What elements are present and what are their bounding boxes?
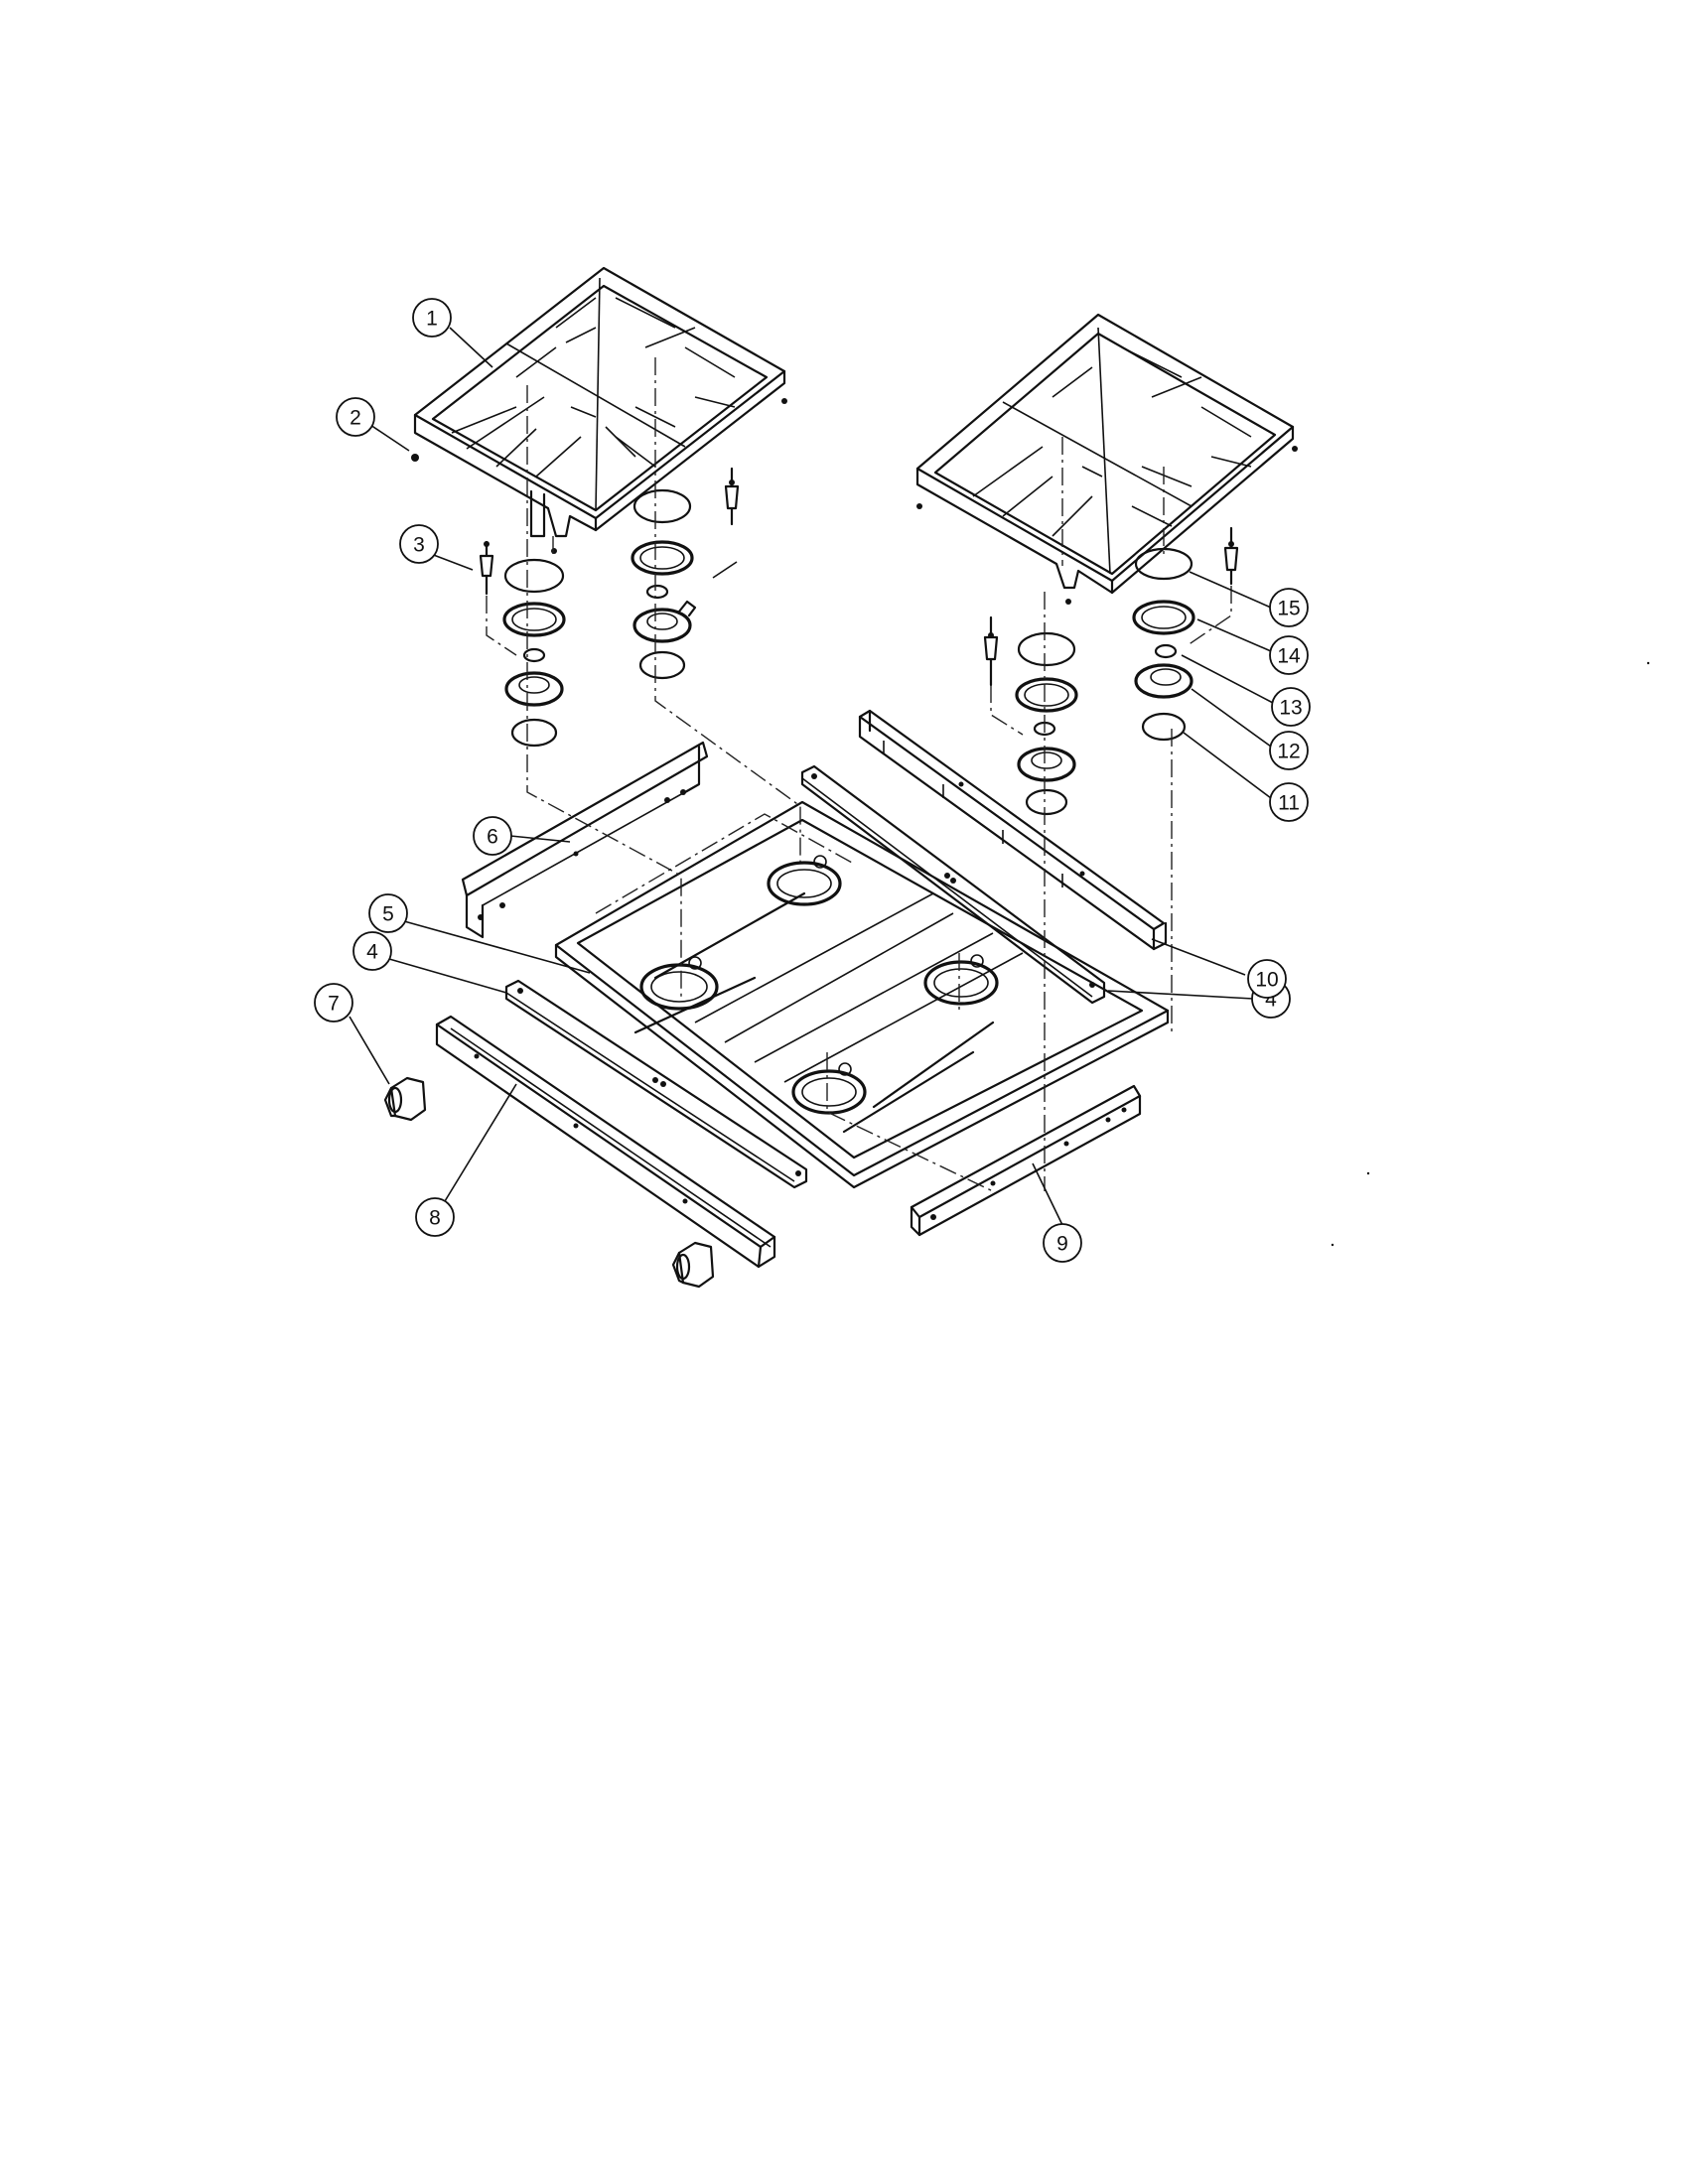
svg-text:14: 14 <box>1277 645 1301 668</box>
svg-text:2: 2 <box>350 407 361 430</box>
svg-text:11: 11 <box>1278 792 1300 815</box>
callout-9: 9 <box>1043 1223 1082 1263</box>
svg-text:15: 15 <box>1277 598 1300 620</box>
side-rail-left <box>504 979 808 1189</box>
svg-text:6: 6 <box>487 826 498 849</box>
burner-port-lr <box>767 855 842 906</box>
svg-text:1: 1 <box>426 308 438 331</box>
callout-8: 8 <box>415 1197 455 1237</box>
burner-port-rr <box>923 954 999 1006</box>
callout-5: 5 <box>368 893 408 933</box>
callout-3: 3 <box>399 524 439 564</box>
callout-15: 15 <box>1269 588 1309 627</box>
spark-igniter-right-front <box>983 615 999 687</box>
end-cap-left <box>383 1076 427 1122</box>
burner-box-tray <box>554 800 1170 1189</box>
end-cap-right <box>671 1241 715 1289</box>
svg-text:3: 3 <box>413 534 425 557</box>
callout-6: 6 <box>473 816 512 856</box>
callout-11: 11 <box>1269 782 1309 822</box>
spark-igniter-right-rear <box>1223 526 1239 586</box>
left-burner-grate <box>411 266 787 554</box>
front-trim-left <box>435 1015 776 1269</box>
svg-text:12: 12 <box>1277 741 1300 763</box>
svg-text:5: 5 <box>382 903 394 926</box>
svg-text:4: 4 <box>366 941 378 964</box>
front-trim-right <box>910 1084 1142 1237</box>
callout-14: 14 <box>1269 635 1309 675</box>
callout-13: 13 <box>1271 687 1311 727</box>
svg-text:8: 8 <box>429 1207 441 1230</box>
rear-trim-left <box>461 741 709 939</box>
callout-7: 7 <box>314 983 353 1023</box>
burner-stack-left-front <box>502 558 566 748</box>
callout-1: 1 <box>412 298 452 338</box>
callout-10: 10 <box>1247 959 1287 999</box>
right-burner-grate <box>915 313 1298 605</box>
callout-2: 2 <box>336 397 375 437</box>
svg-text:9: 9 <box>1056 1233 1068 1256</box>
leader-lines <box>349 327 1274 1226</box>
burner-port-lf <box>639 956 719 1011</box>
burner-stack-left-rear <box>631 488 697 680</box>
spark-igniter-left-rear <box>724 467 740 526</box>
svg-text:13: 13 <box>1279 697 1302 720</box>
callout-4-left: 4 <box>352 931 392 971</box>
spark-igniter-left-front <box>479 540 494 596</box>
svg-text:10: 10 <box>1255 969 1278 992</box>
scan-specks <box>1331 661 1650 1247</box>
burner-stack-right-front <box>1015 631 1078 816</box>
callout-12: 12 <box>1269 731 1309 770</box>
burner-stack-right-rear <box>1132 547 1195 742</box>
assembly-centerlines <box>486 357 1232 1192</box>
svg-text:7: 7 <box>328 993 340 1016</box>
side-rail-right <box>800 764 1106 1005</box>
